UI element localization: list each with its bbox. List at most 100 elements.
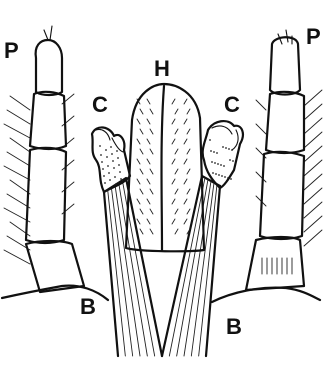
hypopharynx-denticle bbox=[184, 219, 187, 224]
hypopharynx-denticle bbox=[150, 229, 153, 234]
right-chela-stipple bbox=[216, 152, 218, 154]
left-palp-segment-3 bbox=[26, 148, 66, 243]
hypopharynx-denticle bbox=[147, 159, 150, 164]
hypopharynx-denticle bbox=[150, 109, 153, 114]
hypopharynx-denticle bbox=[187, 129, 190, 134]
hypopharynx-denticle bbox=[147, 139, 150, 144]
right-chela-folds bbox=[212, 126, 238, 150]
right-chela-stipple bbox=[218, 174, 220, 176]
left-chela-stipple bbox=[107, 165, 109, 167]
hypopharynx-denticle bbox=[175, 229, 178, 234]
hypopharynx-denticle bbox=[172, 99, 175, 104]
hypopharynx-denticle bbox=[184, 99, 187, 104]
right-chela-stipple bbox=[211, 161, 213, 163]
right-palp-basal-segment bbox=[246, 237, 304, 290]
right-palp-seta bbox=[304, 230, 322, 246]
hypopharynx-denticle bbox=[187, 109, 190, 114]
hypopharynx-denticle bbox=[187, 169, 190, 174]
label-palp-right: P bbox=[306, 24, 321, 49]
hypopharynx-denticle bbox=[147, 99, 150, 104]
hypopharynx-denticle bbox=[140, 169, 143, 174]
right-palp-seta bbox=[304, 104, 322, 120]
left-chela-stipple bbox=[111, 153, 113, 155]
hypopharynx-denticle bbox=[147, 119, 150, 124]
hypopharynx-denticle bbox=[150, 129, 153, 134]
right-chela-stipple bbox=[215, 173, 217, 175]
right-chela-stipple bbox=[213, 151, 215, 153]
right-chela-stipple bbox=[217, 163, 219, 165]
left-chela-stipple bbox=[100, 154, 102, 156]
hypopharynx-denticle bbox=[175, 109, 178, 114]
hypopharynx-denticle bbox=[184, 139, 187, 144]
hypopharynx-denticle bbox=[172, 219, 175, 224]
left-palp-tip-segment bbox=[36, 40, 62, 95]
left-chela-stipple bbox=[108, 172, 110, 174]
left-palp-seta bbox=[10, 96, 30, 110]
hypopharynx-denticle bbox=[172, 139, 175, 144]
left-palp-seta bbox=[4, 166, 30, 180]
left-chela-folds bbox=[96, 129, 124, 152]
right-chela-stipple bbox=[228, 148, 230, 150]
right-chela-stipple bbox=[223, 165, 225, 167]
left-chela-stipple bbox=[110, 146, 112, 148]
hypopharynx-denticle bbox=[150, 189, 153, 194]
right-chela-stipple bbox=[221, 175, 223, 177]
left-chela-outline bbox=[92, 127, 130, 192]
left-chela-stipple bbox=[114, 176, 116, 178]
hypopharynx-denticle bbox=[184, 199, 187, 204]
right-chela-stipple bbox=[222, 146, 224, 148]
right-palp-seta bbox=[304, 146, 322, 162]
right-chela-stipple bbox=[231, 149, 233, 151]
left-chela-stipple bbox=[106, 156, 108, 158]
right-chela-stipple bbox=[229, 159, 231, 161]
left-palp-segment-2 bbox=[30, 92, 66, 149]
label-base-right: B bbox=[226, 314, 242, 339]
hypopharynx-denticle bbox=[172, 179, 175, 184]
hypopharynx bbox=[126, 84, 204, 251]
right-palp-seta bbox=[304, 202, 322, 218]
left-chela-stipple bbox=[116, 150, 118, 152]
hypopharynx-outline bbox=[126, 84, 204, 251]
left-palp-basal-segment bbox=[26, 241, 84, 292]
left-chela-stipple bbox=[117, 157, 119, 159]
label-hypopharynx: H bbox=[154, 56, 170, 81]
hypopharynx-denticle bbox=[147, 179, 150, 184]
left-chela-stipple bbox=[112, 160, 114, 162]
hypopharynx-denticle bbox=[187, 209, 190, 214]
left-chela-stipple bbox=[99, 145, 101, 147]
right-chela-stipple bbox=[214, 162, 216, 164]
left-palp bbox=[4, 26, 84, 292]
right-chela-stipple bbox=[210, 150, 212, 152]
right-chela-stipple bbox=[220, 164, 222, 166]
left-chela-stipple bbox=[120, 178, 122, 180]
hypopharynx-denticle bbox=[137, 119, 140, 124]
left-chela bbox=[92, 127, 130, 192]
left-chela-stipple bbox=[109, 179, 111, 181]
label-chela-left: C bbox=[92, 92, 108, 117]
hypopharynx-denticle bbox=[175, 209, 178, 214]
left-chela-stipple bbox=[113, 167, 115, 169]
left-chela-stipple bbox=[118, 164, 120, 166]
right-palp-seta bbox=[304, 174, 322, 190]
hypopharynx-denticle bbox=[137, 139, 140, 144]
left-palp-seta bbox=[62, 160, 74, 170]
right-palp-seta bbox=[256, 124, 266, 134]
right-base-outline bbox=[212, 288, 320, 302]
right-chela-stipple bbox=[232, 160, 234, 162]
right-chela-stipple bbox=[224, 176, 226, 178]
right-palp-seta bbox=[256, 172, 266, 182]
left-chela-stipple bbox=[103, 175, 105, 177]
right-chela bbox=[203, 121, 243, 188]
hypopharynx-denticle bbox=[150, 149, 153, 154]
left-chela-stipple bbox=[101, 161, 103, 163]
hypopharynx-denticle bbox=[172, 159, 175, 164]
hypopharynx-denticle bbox=[137, 159, 140, 164]
hypopharynx-denticle bbox=[147, 219, 150, 224]
hypopharynx-denticle bbox=[137, 219, 140, 224]
hypopharynx-denticle bbox=[137, 199, 140, 204]
hypopharynx-denticle bbox=[150, 169, 153, 174]
hypopharynx-denticle bbox=[175, 129, 178, 134]
right-palp-seta bbox=[304, 160, 322, 176]
right-palp-seta bbox=[304, 90, 322, 106]
